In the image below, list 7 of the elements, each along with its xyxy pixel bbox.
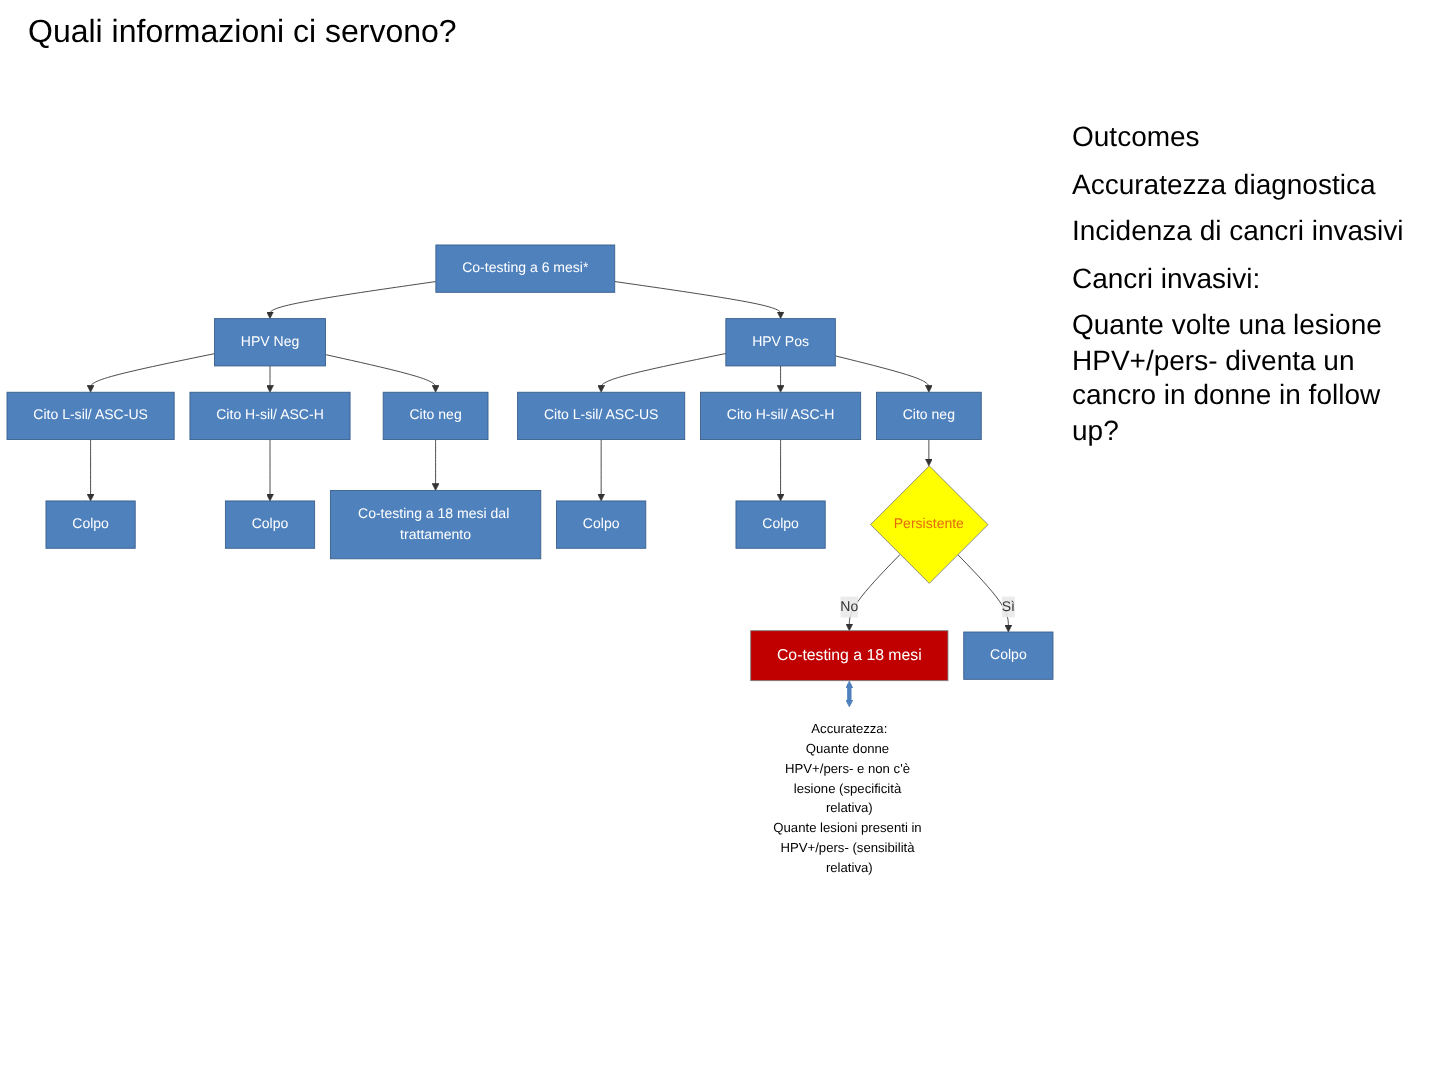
note-text: Cancri invasivi: bbox=[1072, 261, 1263, 296]
note-text: Accuratezza diagnostica bbox=[1072, 167, 1378, 202]
note-text: Quante volte una lesione HPV+/pers- diventa un cancro in donne in follow up? bbox=[1072, 308, 1384, 448]
arrow bbox=[845, 680, 854, 708]
note-text: Outcomes bbox=[1072, 120, 1202, 155]
note-text: Incidenza di cancri invasivi bbox=[1072, 214, 1406, 249]
title: Quali informazioni ci servono? bbox=[28, 16, 457, 52]
